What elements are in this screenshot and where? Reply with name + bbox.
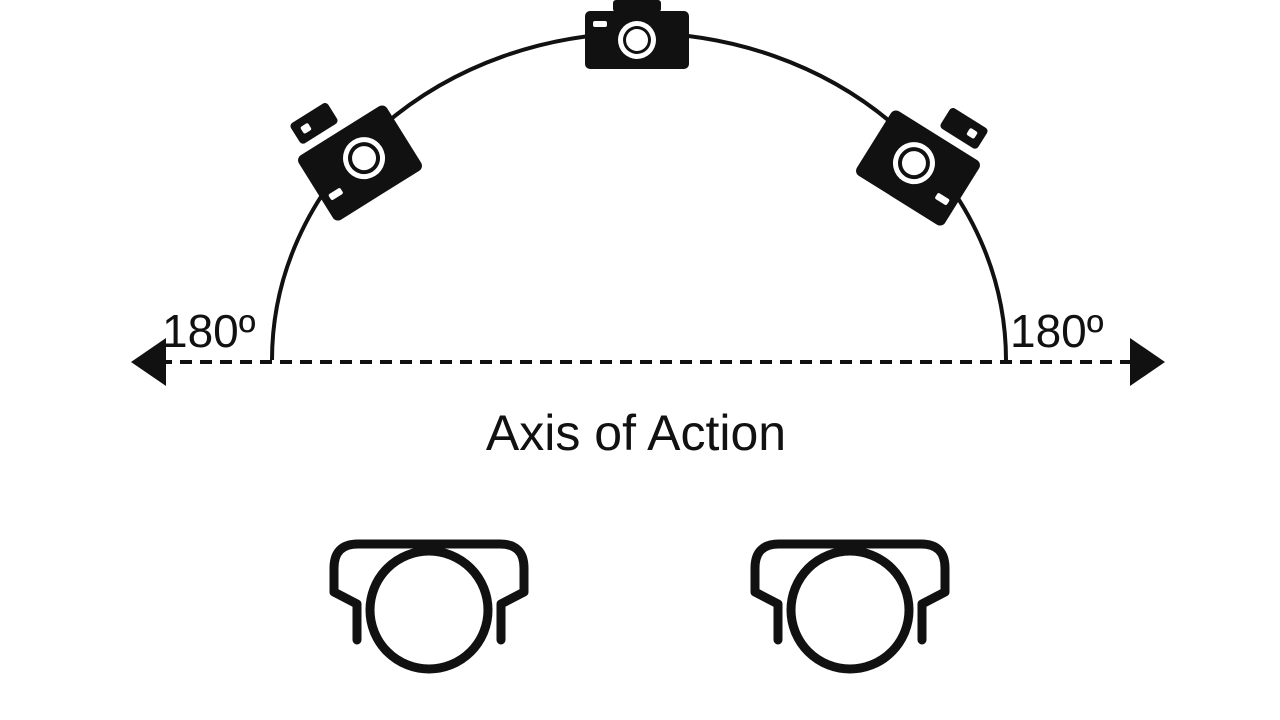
axis-label: Axis of Action [486, 405, 786, 461]
person-icon [329, 539, 529, 674]
person-icon [750, 539, 950, 674]
right-arrow-icon [1130, 338, 1165, 386]
camera-icon [853, 81, 1000, 228]
left-arrow-icon [131, 338, 166, 386]
right-angle-label: 180º [1010, 305, 1104, 357]
left-angle-label: 180º [162, 305, 256, 357]
camera-icon [278, 76, 425, 223]
camera-icon [585, 0, 689, 69]
